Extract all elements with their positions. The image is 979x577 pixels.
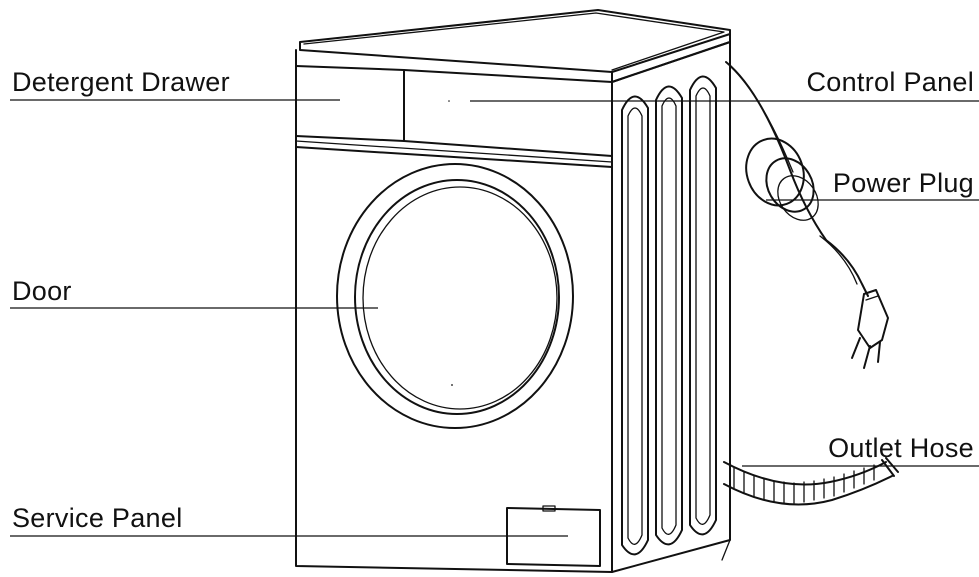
side-panel — [611, 41, 731, 573]
power-plug — [851, 289, 889, 369]
leader-lines — [10, 99, 979, 537]
outlet-hose — [723, 457, 899, 506]
top-lid — [299, 9, 731, 83]
side-ribs — [621, 75, 717, 556]
label-power-plug: Power Plug — [833, 168, 974, 198]
washing-machine — [295, 9, 899, 573]
power-cord — [725, 61, 869, 297]
label-service-panel: Service Panel — [12, 503, 183, 533]
label-control-panel: Control Panel — [807, 67, 975, 97]
label-detergent-drawer: Detergent Drawer — [12, 67, 230, 97]
labels: Detergent Drawer Control Panel Power Plu… — [12, 67, 974, 533]
label-outlet-hose: Outlet Hose — [828, 433, 974, 463]
door — [336, 163, 574, 429]
service-panel — [506, 505, 601, 567]
label-door: Door — [12, 276, 72, 306]
front-panel — [295, 49, 613, 573]
detergent-drawer — [295, 65, 405, 142]
control-panel-face — [403, 69, 613, 157]
